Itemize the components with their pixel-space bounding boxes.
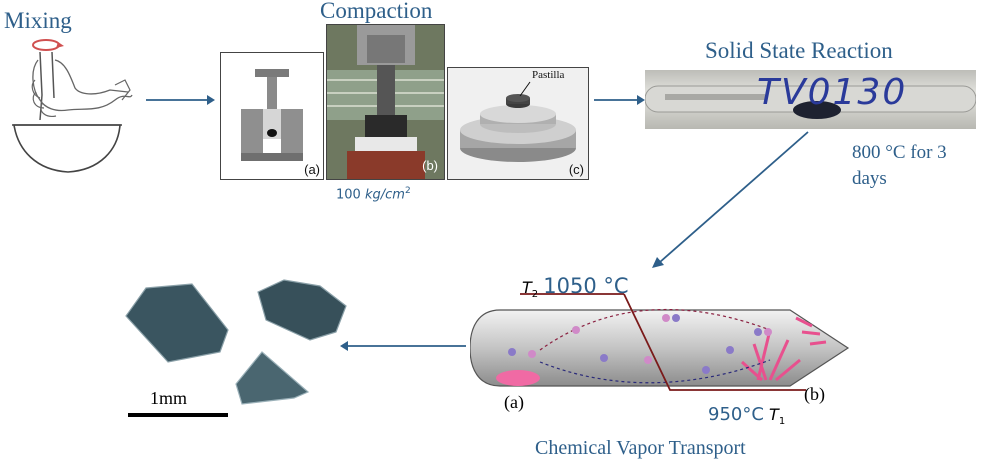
- pressure-unit: kg/cm: [364, 187, 405, 203]
- cvt-title: Chemical Vapor Transport: [535, 437, 746, 459]
- crystal-3: [235, 351, 310, 405]
- crystal-2: [257, 279, 347, 341]
- t1-symbol: T: [769, 405, 779, 424]
- compaction-panel-a: (a): [220, 52, 324, 180]
- cvt-label-b: (b): [804, 384, 825, 404]
- t2-symbol: T: [522, 278, 532, 297]
- pastilla-label: Pastilla: [532, 69, 565, 81]
- compaction-panel-b: (b): [326, 24, 445, 180]
- pressure-unit-exponent: 2: [404, 186, 411, 196]
- compaction-panel-c: Pastilla (c): [447, 67, 589, 180]
- panel-b-label: (b): [422, 158, 438, 173]
- t2-value: 1050 °C: [543, 274, 629, 298]
- pressure-number: 100: [336, 187, 361, 203]
- cvt-diagram: T2 1050 °C 950°C T1 (a) (b): [470, 270, 850, 435]
- mixing-title: Mixing: [4, 8, 72, 33]
- t1-value: 950°C: [708, 404, 764, 425]
- tube-label: TV0130: [757, 72, 908, 113]
- t2-subscript: 2: [531, 289, 539, 301]
- t1-subscript: 1: [778, 416, 786, 428]
- t1-label: 950°C T1: [708, 404, 785, 427]
- panel-a-label: (a): [304, 162, 320, 177]
- quartz-tube-photo: TV0130: [645, 70, 976, 129]
- solid-state-condition: 800 °C for 3 days: [852, 142, 947, 189]
- compaction-title: Compaction: [320, 0, 433, 23]
- cvt-label-a: (a): [504, 392, 524, 412]
- t2-label: T2 1050 °C: [522, 274, 629, 300]
- scale-label: 1mm: [150, 388, 188, 408]
- solid-state-title: Solid State Reaction: [705, 38, 893, 63]
- die-schematic: [241, 69, 303, 161]
- panel-c-label: (c): [568, 162, 584, 177]
- press-photo: [327, 25, 444, 179]
- crystal-1: [125, 283, 229, 363]
- pellet-die-photo: [448, 68, 588, 179]
- pressure-label: 100 kg/cm2: [336, 186, 411, 202]
